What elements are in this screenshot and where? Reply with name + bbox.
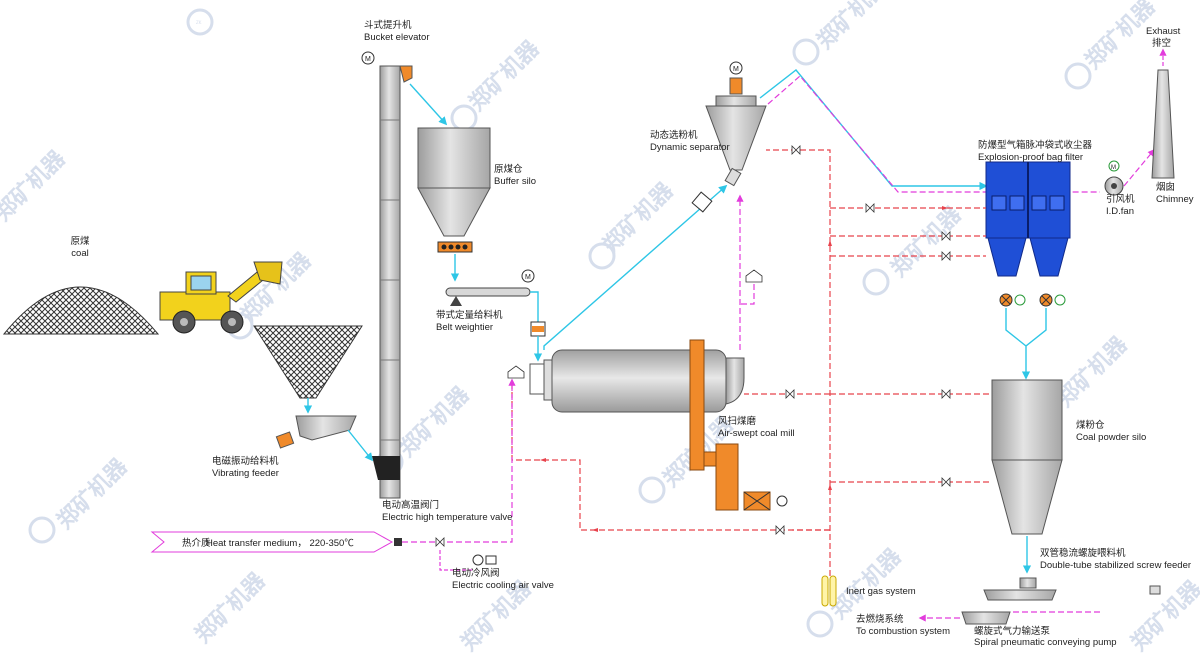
label-belt-weigher-zh: 带式定量给料机 [436,309,503,321]
air-swept-coal-mill [529,339,788,511]
dynamic-separator: M [705,61,767,187]
rotary-valve-icon [691,191,713,213]
watermark-text: 郑矿机器 [52,453,133,534]
watermark-badge: ZK [196,20,202,25]
label-raw-coal-en: coal [71,248,88,259]
air-inlet-icon [507,269,763,379]
watermark-text: 郑矿机器 [394,381,475,462]
label-ht-valve-zh: 电动高温阀门 [382,499,439,511]
buffer-silo [417,127,491,253]
label-raw-coal-zh: 原煤 [70,235,90,247]
label-pneumatic-pump-en: Spiral pneumatic conveying pump [974,637,1117,648]
label-buffer-silo-en: Buffer silo [494,176,536,187]
motor-symbol: M [365,56,371,63]
label-exhaust-zh: 排空 [1152,37,1171,49]
label-chimney-en: Chimney [1156,194,1194,205]
inert-gas-cylinders [821,575,837,607]
valve-icon [775,145,951,535]
cooling-air-valve-icon [472,554,497,566]
label-vibrating-feeder-en: Vibrating feeder [212,468,279,479]
label-coal-mill-zh: 风扫煤磨 [718,415,757,427]
label-chimney-zh: 烟囱 [1156,181,1175,193]
label-bag-filter-zh: 防爆型气箱脉冲袋式收尘器 [978,139,1093,151]
watermark-text: 郑矿机器 [190,567,271,648]
watermark-text: 郑矿机器 [0,145,71,226]
coal-pile [2,286,160,335]
watermark-text: 郑矿机器 [826,543,907,624]
label-coal-powder-silo-en: Coal powder silo [1076,432,1146,443]
label-exhaust-en: Exhaust [1146,26,1181,37]
id-fan: M [1104,160,1124,196]
motor-symbol: M [1111,165,1116,171]
wheel-loader-icon [159,261,283,334]
screw-feeder [983,577,1161,601]
label-id-fan-en: I.D.fan [1106,206,1134,217]
label-bag-filter-en: Explosion-proof bag filter [978,152,1083,163]
valve-icon [435,537,445,547]
label-dynamic-separator-en: Dynamic separator [650,142,730,153]
explosion-proof-bag-filter [985,161,1071,307]
bucket-elevator: M [361,51,413,499]
label-combustion-zh: 去燃烧系统 [856,613,904,625]
damper-icon [394,538,402,546]
label-coal-mill-en: Air-swept coal mill [718,428,795,439]
coal-powder-silo [991,379,1063,535]
motor-symbol: M [525,274,531,281]
label-heat-medium-zh: 热介质 [182,537,211,549]
watermark-text: 郑矿机器 [464,35,545,116]
label-bucket-elevator-zh: 斗式提升机 [364,19,412,31]
belt-weigher: M [445,269,535,306]
heat-medium-arrow [150,531,394,553]
label-bucket-elevator-en: Bucket elevator [364,32,429,43]
watermark-text: 郑矿机器 [598,177,679,258]
spiral-pneumatic-pump [961,611,1011,625]
label-combustion-en: To combustion system [856,626,950,637]
label-coal-powder-silo-zh: 煤粉仓 [1076,419,1105,431]
label-screw-feeder-zh: 双管稳流螺旋喂料机 [1040,547,1126,559]
label-ht-valve-en: Electric high temperature valve [382,512,512,523]
label-cooling-valve-en: Electric cooling air valve [452,580,554,591]
label-dynamic-separator-zh: 动态选粉机 [650,129,698,141]
motor-symbol: M [733,66,739,73]
label-id-fan-zh: 引风机 [1106,193,1135,205]
watermark-text: 郑矿机器 [1080,0,1161,74]
vibrating-feeder [275,415,357,449]
label-heat-medium-en: Heat transfer medium， 220-350℃ [206,538,354,549]
receiving-hopper [253,325,363,399]
label-vibrating-feeder-zh: 电磁振动给料机 [212,455,279,467]
rotary-valve-icon [530,321,546,337]
label-cooling-valve-zh: 电动冷风阀 [452,567,500,579]
label-screw-feeder-en: Double-tube stabilized screw feeder [1040,560,1191,571]
watermark-text: 郑矿机器 [1126,575,1200,656]
label-belt-weigher-en: Belt weightier [436,322,493,333]
watermark-text: 郑矿机器 [812,0,893,54]
label-buffer-silo-zh: 原煤仓 [494,163,523,175]
watermark-text: 郑矿机器 [886,201,967,282]
label-pneumatic-pump-zh: 螺旋式气力输送泵 [974,625,1051,637]
watermark-text: 郑矿机器 [1052,331,1133,412]
label-inert-gas: Inert gas system [846,586,916,597]
chimney [1151,69,1175,179]
inert-gas-arrows [540,206,948,532]
